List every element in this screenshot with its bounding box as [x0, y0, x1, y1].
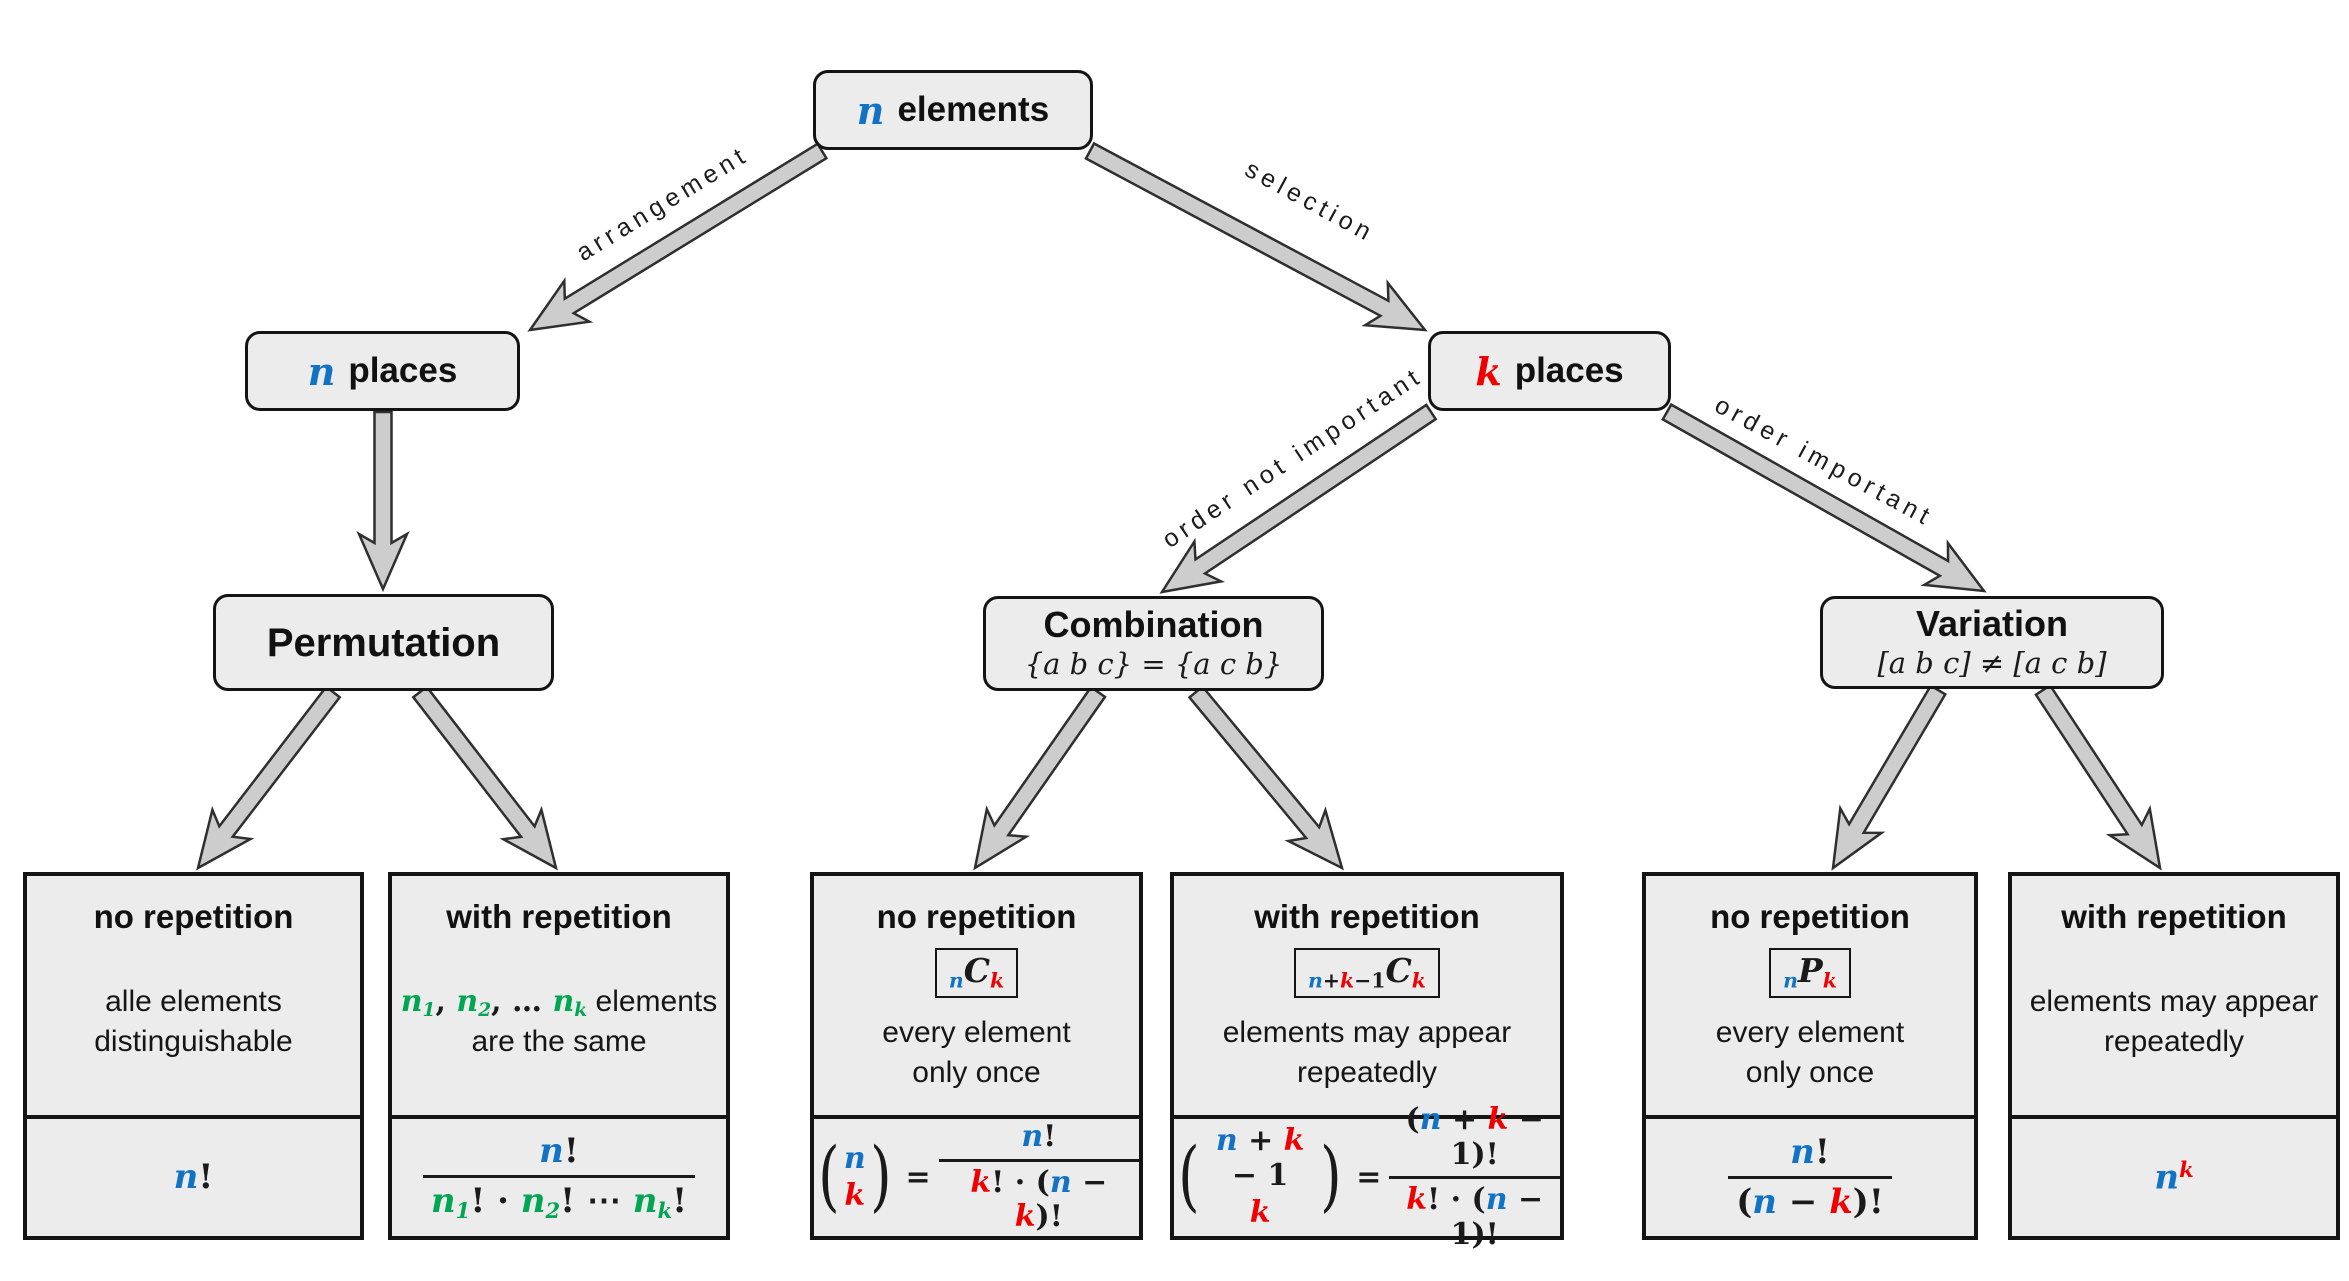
- paren-right: ): [869, 1132, 892, 1222]
- box-description: elements may appear repeatedly: [2029, 984, 2319, 1058]
- paren-left: (: [818, 1132, 840, 1222]
- result-box-variation-with-repetition: with repetition elements may appear repe…: [2008, 872, 2340, 1240]
- edge-label-selection: selection: [1240, 154, 1381, 249]
- arrow-variation-with-rep: [2034, 683, 2162, 871]
- arrow-permutation-with-rep: [411, 685, 558, 871]
- arrow-order-not-important: [1159, 403, 1438, 594]
- combination-title: Combination: [1043, 603, 1264, 645]
- result-box-combination-no-repetition: no repetition nCk every element only onc…: [810, 872, 1143, 1240]
- result-box-variation-no-repetition: no repetition nPk every element only onc…: [1642, 872, 1978, 1240]
- formula-multinomial: n!n1! · n2! ⋯ nk!: [392, 1115, 726, 1236]
- box-description: elements may appear repeatedly: [1222, 1016, 1512, 1089]
- paren-left: (: [1178, 1132, 1200, 1222]
- arrow-order-important: [1661, 402, 1987, 593]
- arrow-combination-no-rep: [973, 685, 1107, 871]
- node-k-places-label: places: [1514, 351, 1624, 390]
- badge-nCk: nCk: [934, 948, 1019, 999]
- result-box-combination-with-repetition: with repetition n+k−1Ck elements may app…: [1170, 872, 1564, 1251]
- node-n-elements-label: elements: [897, 90, 1050, 129]
- node-n-places-label: places: [348, 351, 458, 390]
- var-n: n: [856, 87, 885, 133]
- equals-sign: =: [905, 1160, 931, 1195]
- node-combination: Combination {a b c} = {a c b}: [983, 596, 1324, 691]
- box-description: every element only once: [1715, 1016, 1905, 1089]
- badge-nPk: nPk: [1769, 948, 1851, 999]
- box-title: with repetition: [2061, 898, 2287, 935]
- badge-n-plus-k-minus-1-Ck: n+k−1Ck: [1294, 948, 1440, 999]
- variation-subtitle: [a b c] ≠ [a c b]: [1877, 646, 2107, 681]
- equals-sign: =: [1356, 1160, 1382, 1195]
- box-description: n1, n2, … nk elements are the same: [400, 983, 718, 1058]
- node-variation: Variation [a b c] ≠ [a c b]: [1820, 596, 2164, 689]
- result-box-permutation-no-repetition: no repetition alle elements distinguisha…: [23, 872, 364, 1240]
- arrow-variation-no-rep: [1831, 683, 1948, 871]
- node-permutation: Permutation: [213, 594, 554, 691]
- var-n: n: [307, 348, 336, 394]
- box-description: alle elements distinguishable: [94, 984, 293, 1058]
- arrow-arrangement: [527, 142, 829, 332]
- variation-title: Variation: [1915, 602, 2069, 644]
- edge-label-order-important: order important: [1710, 390, 1939, 533]
- permutation-title: Permutation: [266, 620, 501, 665]
- box-description: every element only once: [882, 1016, 1071, 1089]
- combination-subtitle: {a b c} = {a c b}: [1024, 647, 1283, 682]
- arrow-permutation-no-rep: [196, 685, 342, 871]
- result-box-permutation-with-repetition: with repetition n1, n2, … nk elements ar…: [388, 872, 730, 1240]
- box-title: no repetition: [93, 898, 294, 935]
- formula-n-factorial-over-n-minus-k-factorial: n!(n − k)!: [1646, 1115, 1974, 1236]
- paren-right: ): [1320, 1132, 1343, 1222]
- edge-label-arrangement: arrangement: [571, 140, 754, 267]
- box-title: no repetition: [1710, 898, 1910, 935]
- box-title: no repetition: [876, 898, 1077, 935]
- var-k: k: [1475, 348, 1502, 394]
- box-title: with repetition: [1254, 898, 1480, 935]
- arrow-combination-with-rep: [1187, 684, 1344, 871]
- box-title: with repetition: [446, 898, 672, 935]
- formula-n-factorial: n!: [27, 1115, 360, 1236]
- edge-label-order-not-important: order not important: [1157, 361, 1429, 554]
- arrow-n-places-to-permutation: [356, 410, 410, 593]
- node-n-elements: n elements: [813, 70, 1093, 150]
- formula-n-to-the-k: nk: [2012, 1115, 2336, 1236]
